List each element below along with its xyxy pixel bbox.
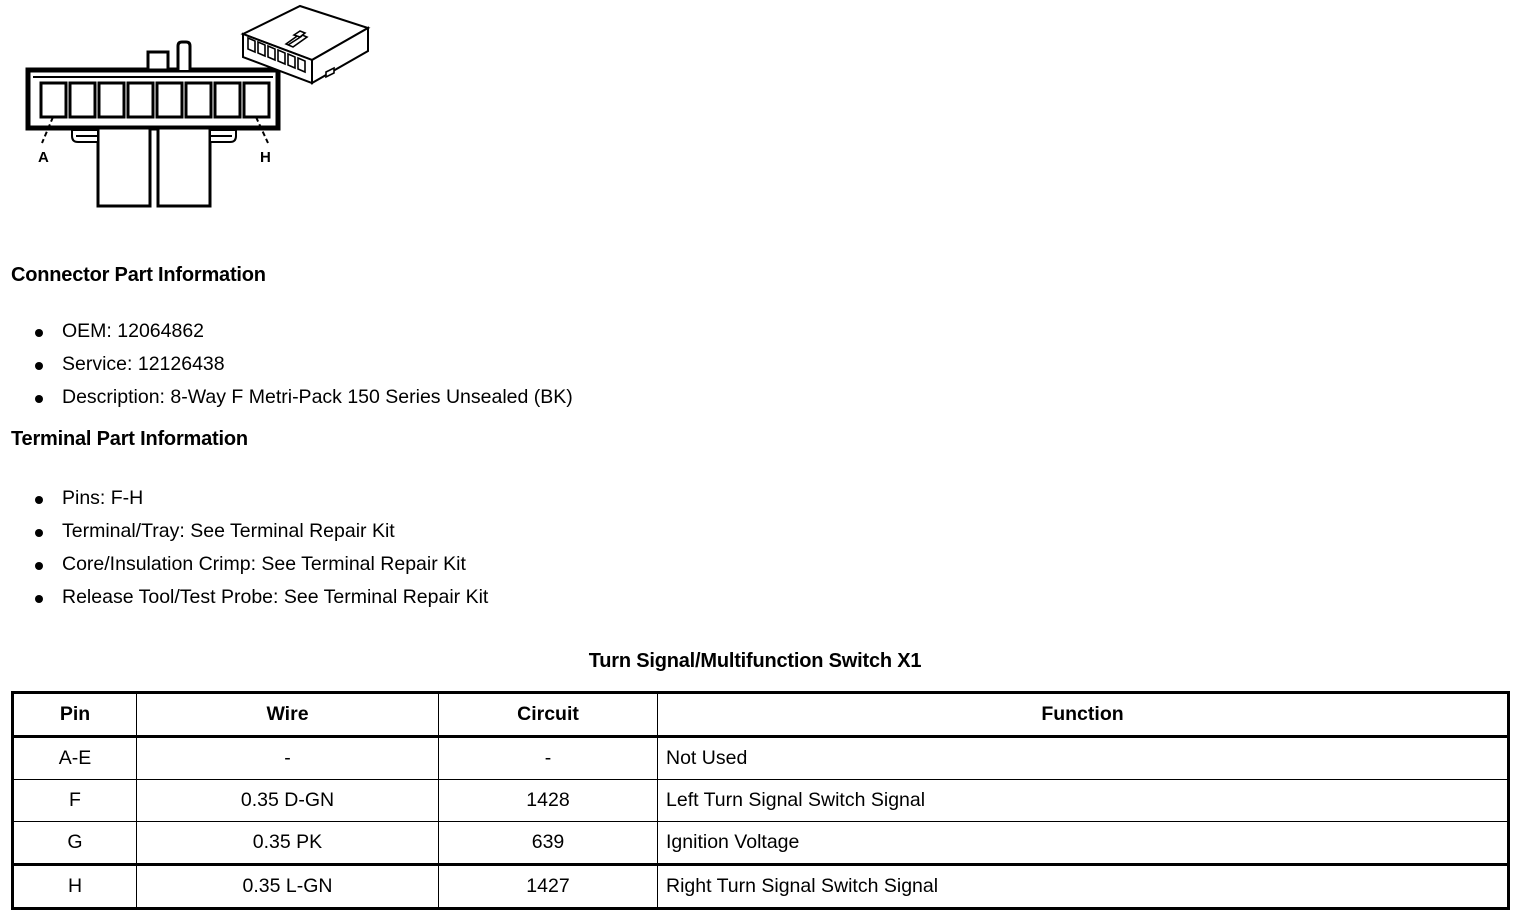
- connector-isometric-view: [240, 4, 371, 85]
- connector-leg-right: [156, 126, 212, 208]
- column-header-function: Function: [657, 692, 1509, 738]
- cell-circuit: 1427: [438, 863, 658, 909]
- cavity-f: [184, 81, 213, 119]
- cavity-h: [242, 81, 271, 119]
- table-title: Turn Signal/Multifunction Switch X1: [588, 650, 922, 672]
- connector-illustration: A H: [25, 4, 371, 208]
- cell-function: Left Turn Signal Switch Signal: [657, 779, 1509, 822]
- list-item: OEM: 12064862: [0, 315, 573, 348]
- table-row: F 0.35 D-GN 1428 Left Turn Signal Switch…: [12, 779, 1509, 822]
- list-item: Service: 12126438: [0, 348, 573, 381]
- list-item: Pins: F-H: [0, 482, 488, 515]
- list-item: Terminal/Tray: See Terminal Repair Kit: [0, 515, 488, 548]
- cell-circuit: 639: [438, 821, 658, 865]
- list-item: Description: 8-Way F Metri-Pack 150 Seri…: [0, 381, 573, 414]
- connector-part-list: OEM: 12064862 Service: 12126438 Descript…: [0, 315, 573, 414]
- cavity-row: [39, 81, 271, 119]
- cell-wire: 0.35 D-GN: [136, 779, 439, 822]
- column-header-circuit: Circuit: [438, 692, 658, 738]
- iso-foot-tab: [325, 66, 335, 79]
- keying-tab-latch: [176, 40, 192, 70]
- iso-latch-detail: [284, 30, 309, 48]
- leader-line-a: [41, 116, 54, 144]
- keying-tab-square: [146, 50, 170, 72]
- cavity-g: [213, 81, 242, 119]
- cell-circuit: -: [438, 736, 658, 780]
- cell-pin: G: [12, 821, 137, 865]
- cavity-e: [155, 81, 184, 119]
- terminal-part-list: Pins: F-H Terminal/Tray: See Terminal Re…: [0, 482, 488, 614]
- table-row: A-E - - Not Used: [12, 736, 1509, 780]
- side-latch-left: [71, 129, 99, 143]
- cell-wire: 0.35 L-GN: [136, 863, 439, 909]
- table-row: G 0.35 PK 639 Ignition Voltage: [12, 821, 1509, 865]
- iso-right-face: [311, 26, 369, 85]
- pin-label-a: A: [38, 149, 49, 166]
- cell-wire: -: [136, 736, 439, 780]
- table-header-row: Pin Wire Circuit Function: [12, 692, 1509, 738]
- cell-pin: H: [12, 863, 137, 909]
- pin-label-h: H: [260, 149, 271, 166]
- cell-function: Ignition Voltage: [657, 821, 1509, 865]
- cavity-d: [126, 81, 155, 119]
- list-item: Release Tool/Test Probe: See Terminal Re…: [0, 581, 488, 614]
- cell-wire: 0.35 PK: [136, 821, 439, 865]
- connector-part-heading: Connector Part Information: [11, 264, 266, 286]
- connector-front-view: [25, 40, 281, 208]
- iso-cavity-row: [247, 36, 306, 74]
- cavity-c: [97, 81, 126, 119]
- cavity-a: [39, 81, 68, 119]
- side-latch-right: [209, 129, 237, 143]
- table-row: H 0.35 L-GN 1427 Right Turn Signal Switc…: [12, 863, 1509, 909]
- cavity-b: [68, 81, 97, 119]
- terminal-part-heading: Terminal Part Information: [11, 428, 248, 450]
- list-item: Core/Insulation Crimp: See Terminal Repa…: [0, 548, 488, 581]
- connector-leg-left: [96, 126, 152, 208]
- leader-line-h: [255, 116, 269, 144]
- column-header-wire: Wire: [136, 692, 439, 738]
- cell-pin: A-E: [12, 736, 137, 780]
- column-header-pin: Pin: [12, 692, 137, 738]
- cell-function: Right Turn Signal Switch Signal: [657, 863, 1509, 909]
- cell-pin: F: [12, 779, 137, 822]
- cell-function: Not Used: [657, 736, 1509, 780]
- pinout-table: Pin Wire Circuit Function A-E - - Not Us…: [11, 691, 1510, 910]
- cell-circuit: 1428: [438, 779, 658, 822]
